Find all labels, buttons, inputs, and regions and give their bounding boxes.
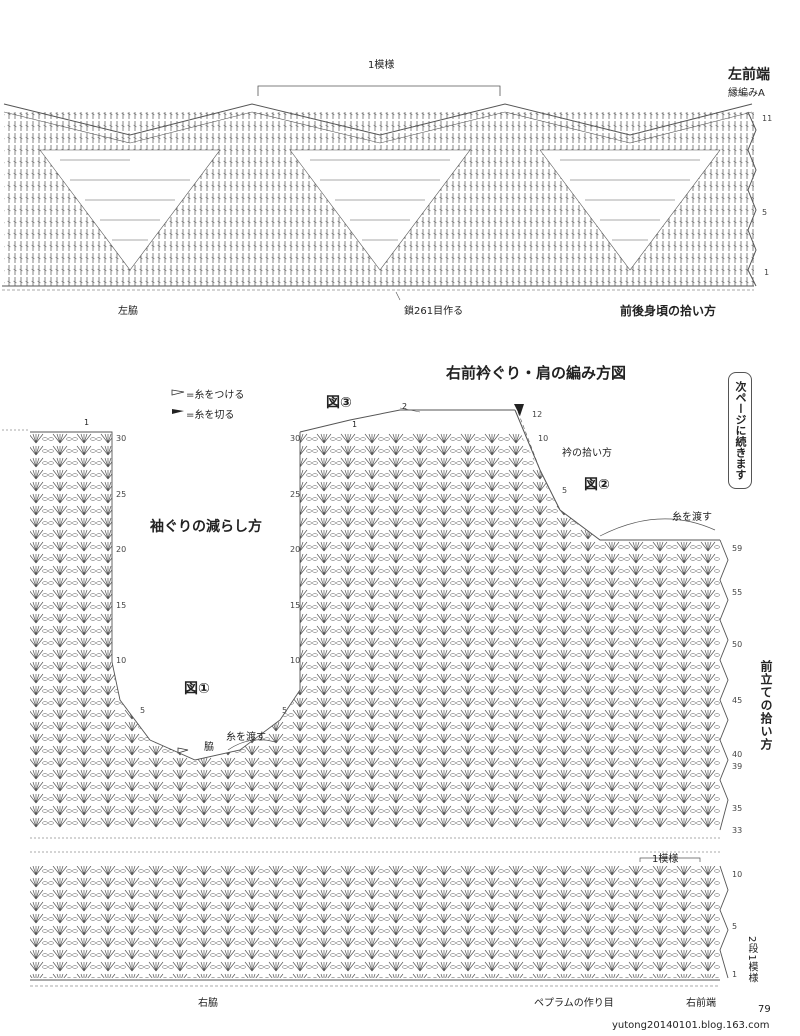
- top-row-1: 1: [764, 268, 770, 277]
- mid-row-25: 25: [290, 490, 301, 499]
- page-number: 79: [758, 1004, 771, 1015]
- pickup-label: 前後身頃の拾い方: [620, 304, 717, 318]
- bottom-chart: [2, 407, 729, 987]
- right-side-label: 右脇: [198, 998, 218, 1009]
- carry-yarn-label-top: 糸を渡す: [672, 512, 712, 523]
- top-chart: [2, 85, 757, 301]
- neck-marker-2: 2: [402, 402, 408, 411]
- right-row-59: 59: [732, 544, 743, 553]
- right-row-50: 50: [732, 640, 743, 649]
- right-row-39: 39: [732, 762, 743, 771]
- right-row-33: 33: [732, 826, 743, 835]
- fig1-label: 図①: [184, 681, 210, 697]
- mid-row-10: 10: [290, 656, 301, 665]
- right-row-55: 55: [732, 588, 743, 597]
- left-row-10: 10: [116, 656, 127, 665]
- neck-row-5: 5: [562, 486, 568, 495]
- mid-row-5: 5: [282, 706, 288, 715]
- peplum-start-label: ペプラムの作り目: [534, 998, 614, 1009]
- legend-glyphs: [171, 389, 524, 754]
- mid-row-30: 30: [290, 434, 301, 443]
- right-row-45: 45: [732, 696, 743, 705]
- left-row-25: 25: [116, 490, 127, 499]
- legend-attach: =糸をつける: [186, 390, 245, 401]
- bottom-title: 右前衿ぐり・肩の編み方図: [446, 364, 627, 382]
- chain-start-label: 鎖261目作る: [404, 306, 464, 317]
- right-row-40: 40: [732, 750, 743, 759]
- left-marker-1: 1: [84, 418, 90, 427]
- neck-row-12: 12: [532, 410, 543, 419]
- side-label: 脇: [204, 742, 214, 753]
- legend-cut: =糸を切る: [186, 410, 235, 421]
- collar-pickup-label: 衿の拾い方: [562, 448, 612, 459]
- footer-site: yutong20140101.blog.163.com: [612, 1020, 770, 1031]
- bottom-repeat-label: 1模様: [652, 854, 679, 865]
- mid-marker-1: 1: [352, 420, 358, 429]
- mid-row-20: 20: [290, 545, 301, 554]
- carry-yarn-label-bottom: 糸を渡す: [226, 732, 266, 743]
- neck-row-10: 10: [538, 434, 549, 443]
- left-row-15: 15: [116, 601, 127, 610]
- left-row-5: 5: [140, 706, 146, 715]
- top-row-5: 5: [762, 208, 768, 217]
- right-row-5-low: 5: [732, 922, 738, 931]
- left-side-label: 左脇: [118, 306, 138, 317]
- mid-row-15: 15: [290, 601, 301, 610]
- left-row-30: 30: [116, 434, 127, 443]
- left-row-20: 20: [116, 545, 127, 554]
- fig3-label: 図③: [326, 395, 352, 411]
- right-row-35: 35: [732, 804, 743, 813]
- top-row-11: 11: [762, 114, 773, 123]
- next-page-note: 次ページに続きます: [728, 372, 752, 489]
- right-front-edge-label: 右前端: [686, 998, 716, 1009]
- two-rows-one-pattern-label: 2段1模様: [746, 936, 757, 984]
- right-row-10-low: 10: [732, 870, 743, 879]
- left-front-edge-label: 左前端: [728, 67, 770, 83]
- armhole-label: 袖ぐりの減らし方: [150, 519, 262, 535]
- top-repeat-label: 1模様: [368, 60, 395, 71]
- edging-a-label: 縁編みA: [728, 88, 765, 99]
- front-band-pickup-label: 前立ての拾い方: [759, 660, 773, 751]
- right-row-1-low: 1: [732, 970, 738, 979]
- fig2-label: 図②: [584, 477, 610, 493]
